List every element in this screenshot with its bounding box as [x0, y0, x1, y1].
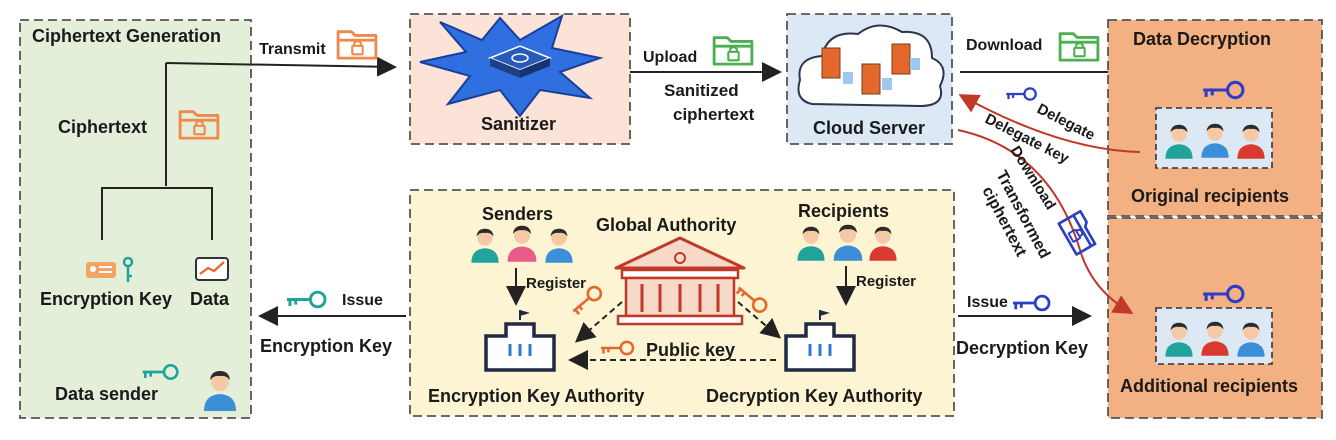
data-chart-icon	[195, 257, 229, 281]
issue-right-label: Issue	[967, 294, 1008, 311]
authority-panel: Senders Recipients Global Authority Regi…	[409, 189, 955, 417]
panel-title-ciphertext-generation: Ciphertext Generation	[32, 26, 221, 46]
upload-label: Upload	[643, 49, 697, 66]
issue-encryption-key-icon	[285, 290, 327, 309]
ciphertext-generation-panel: Ciphertext Generation Ciphertext Encrypt…	[19, 19, 252, 419]
data-label: Data	[190, 289, 230, 309]
delegate-key-icon	[1005, 87, 1037, 101]
encryption-key-output-label: Encryption Key	[260, 336, 392, 356]
download-label: Download	[966, 37, 1042, 54]
sanitizer-label: Sanitizer	[481, 114, 556, 134]
sanitized-ciphertext-line2: ciphertext	[673, 105, 755, 124]
encryption-key-authority-label: Encryption Key Authority	[428, 386, 644, 406]
original-recipients-panel: Data Decryption Original recipients	[1107, 19, 1323, 217]
additional-recipients-label: Additional recipients	[1120, 376, 1298, 396]
data-decryption-title: Data Decryption	[1133, 29, 1271, 49]
cloud-server-label: Cloud Server	[813, 118, 925, 138]
router-icon	[487, 45, 553, 78]
transformed-ciphertext-arrow	[957, 129, 1134, 315]
server-icons	[821, 43, 920, 95]
transmit-folder-icon	[336, 30, 378, 60]
issue-left-label: Issue	[342, 292, 383, 309]
register-right-label: Register	[856, 273, 916, 290]
public-key-label: Public key	[646, 340, 735, 360]
sanitized-ciphertext-line1: Sanitized	[664, 81, 739, 100]
delegate-arrow	[958, 94, 1141, 153]
download-folder-icon	[1058, 32, 1100, 62]
senders-label: Senders	[482, 204, 553, 224]
sanitizer-panel: Sanitizer	[409, 13, 631, 145]
issue-decryption-key-icon	[1011, 294, 1051, 312]
global-authority-building-icon	[614, 236, 746, 326]
upload-folder-icon	[712, 36, 754, 66]
original-recipients-label: Original recipients	[1131, 186, 1289, 206]
additional-recipients-panel: Additional recipients	[1107, 217, 1323, 419]
register-left-label: Register	[526, 275, 586, 292]
decryption-key-output-label: Decryption Key	[956, 338, 1088, 358]
recipients-label: Recipients	[798, 201, 889, 221]
transmit-label: Transmit	[259, 41, 326, 58]
data-sender-label: Data sender	[55, 384, 158, 404]
ciphertext-label: Ciphertext	[58, 117, 147, 137]
global-authority-label: Global Authority	[596, 215, 736, 235]
transmit-arrow	[165, 56, 397, 77]
cloud-server-panel: Cloud Server	[786, 13, 953, 145]
ga-to-dka-arrow	[737, 301, 782, 339]
encryption-key-label: Encryption Key	[40, 289, 172, 309]
id-card-key-icon	[86, 256, 134, 282]
decryption-key-authority-label: Decryption Key Authority	[706, 386, 922, 406]
